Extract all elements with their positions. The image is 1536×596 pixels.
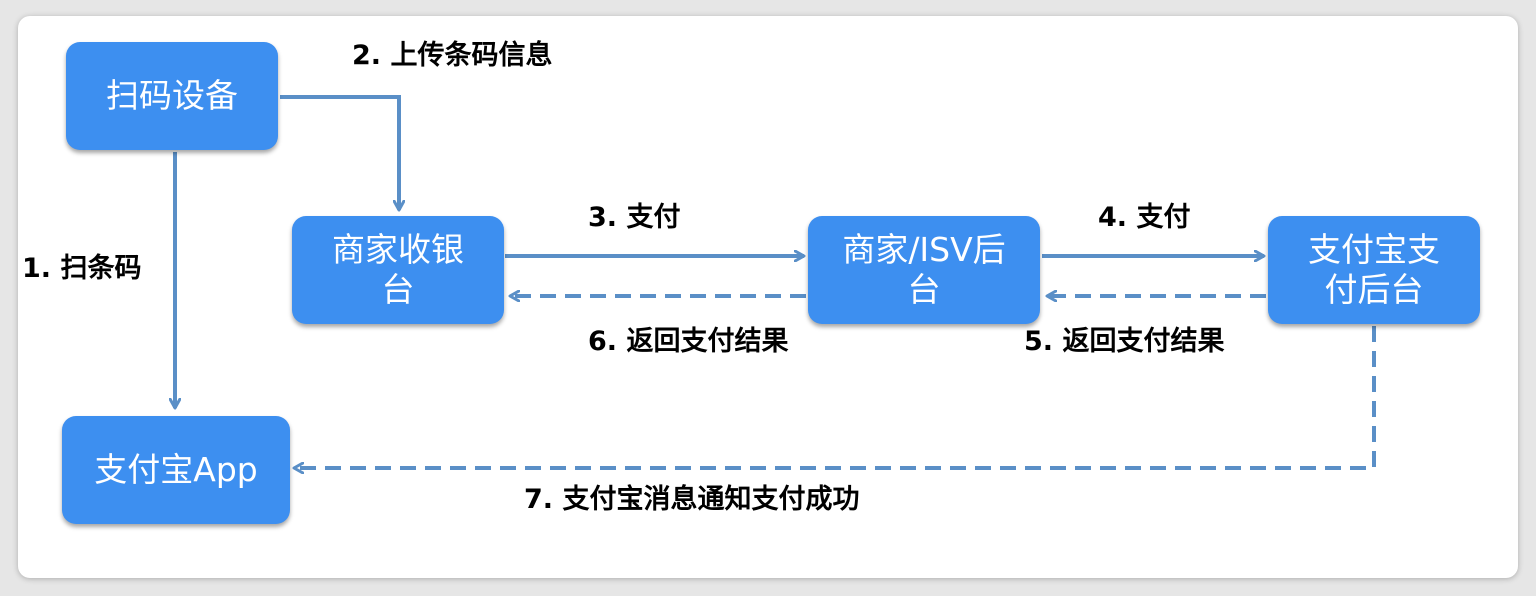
edge-label-2: 2. 上传条码信息 (352, 40, 553, 71)
edge-label-7: 7. 支付宝消息通知支付成功 (524, 484, 860, 515)
edge-scan-to-pos (280, 95, 399, 210)
node-merchant-pos-label: 商家收银台 (332, 230, 464, 309)
node-alipay-app: 支付宝App (62, 416, 290, 524)
edge-label-5: 5. 返回支付结果 (1024, 326, 1225, 357)
node-alipay-backend: 支付宝支付后台 (1268, 216, 1480, 324)
node-alipay-app-label: 支付宝App (94, 450, 258, 489)
node-scan-device-label: 扫码设备 (106, 76, 238, 115)
node-scan-device: 扫码设备 (66, 42, 278, 150)
node-alipay-backend-label: 支付宝支付后台 (1308, 230, 1440, 309)
edge-alipay-to-app (294, 326, 1376, 468)
node-merchant-pos: 商家收银台 (292, 216, 504, 324)
edge-label-1: 1. 扫条码 (22, 253, 142, 284)
edge-label-3: 3. 支付 (588, 202, 681, 233)
edge-label-6: 6. 返回支付结果 (588, 326, 789, 357)
node-merchant-backend: 商家/ISV后台 (808, 216, 1040, 324)
edge-label-4: 4. 支付 (1098, 202, 1191, 233)
node-merchant-backend-label: 商家/ISV后台 (842, 230, 1006, 309)
